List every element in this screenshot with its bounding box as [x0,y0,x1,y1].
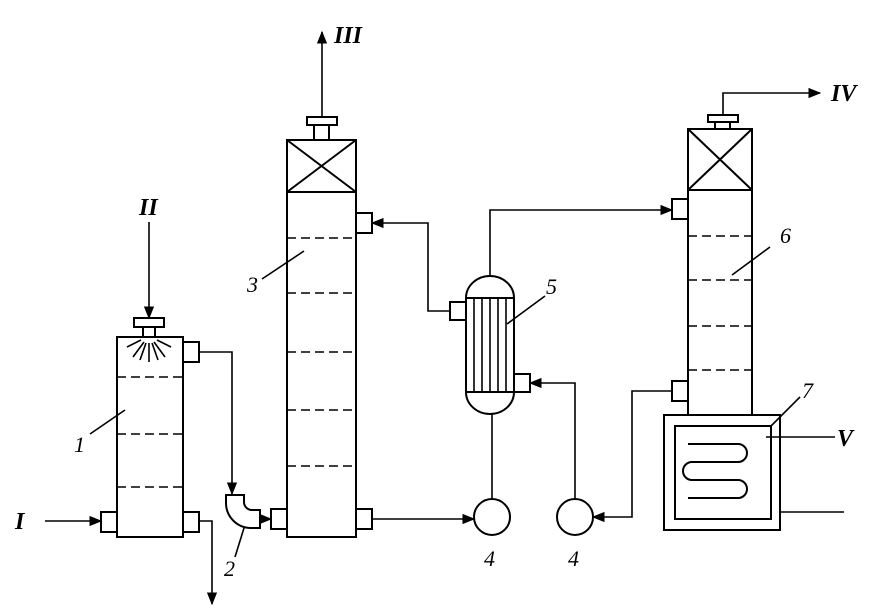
spray-icon [126,339,172,362]
label-boiler: 7 [802,378,814,403]
scrubber-column [100,317,200,538]
label-heat-exchanger: 5 [546,274,557,299]
label-pump-left: 4 [484,546,495,571]
label-leaders [89,246,801,558]
label-pump-right: 4 [568,546,579,571]
stream-label-iii: III [333,23,364,49]
stream-label-ii: II [138,195,159,221]
elbow-fitting [224,494,261,529]
pump-left [473,498,511,536]
piping [45,30,844,606]
reboiler [663,414,781,531]
label-scrubber: 1 [74,432,85,457]
stream-label-v: V [837,426,855,452]
absorption-column-left [270,116,373,538]
label-elbow: 2 [224,556,235,581]
heat-exchanger [449,275,531,415]
stream-label-iv: IV [830,81,858,107]
label-column-right: 6 [780,223,791,248]
stream-label-i: I [14,509,26,535]
label-column-left: 3 [246,272,258,297]
stripping-column-right [671,114,753,416]
pump-right [556,498,594,536]
